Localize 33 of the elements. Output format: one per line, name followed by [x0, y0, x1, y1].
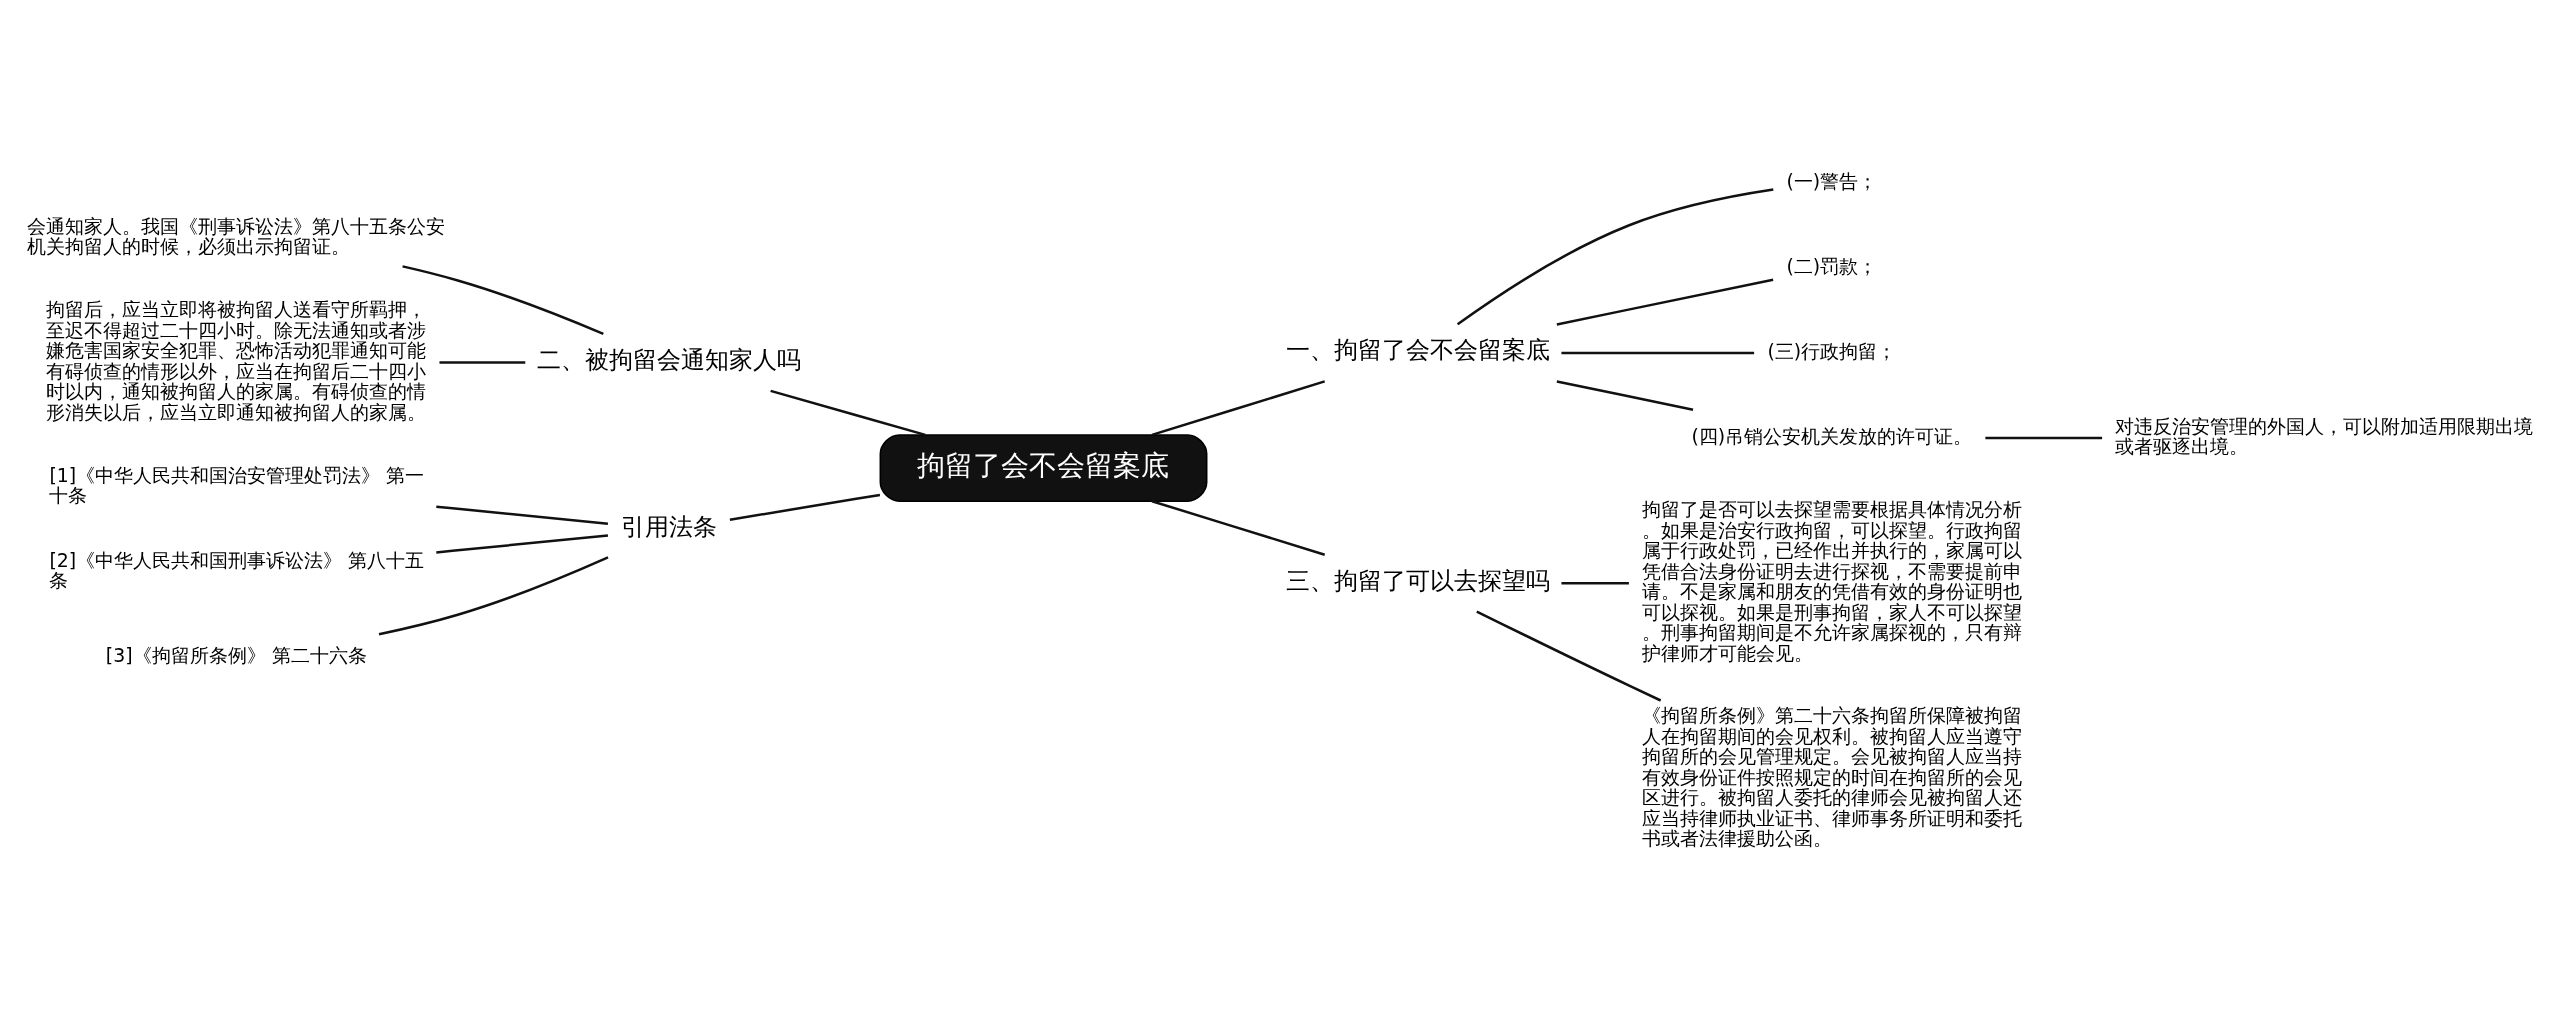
connector [439, 360, 526, 364]
connector [436, 533, 609, 554]
connector [1561, 351, 1755, 354]
connector [378, 555, 609, 635]
node-text: 二、被拘留会通知家人吗 [537, 345, 802, 374]
node-text: (二)罚款； [1786, 254, 1878, 277]
node-text: 一、拘留了会不会留案底 [1285, 335, 1550, 364]
node-text: [3]《拘留所条例》 第二十六条 [105, 643, 367, 666]
node-text: 拘留了是否可以去探望需要根据具体情况分析。如果是治安行政拘留，可以探望。行政拘留属于行政处罚，已经作出并执行的，家属可以凭借合法身份证明去进行探视，不需要提前申请。不是家属和朋友的凭借有效的身份证明也可以探视。如果是刑事拘留，家人不可以探望。刑事拘留期间是不允许家属探视的，只有辩护律师才可能会见。 [1641, 497, 2022, 664]
connector [1456, 187, 1774, 325]
node-text: [1]《中华人民共和国治安管理处罚法》 第一十条 [49, 463, 425, 506]
connector [770, 389, 926, 436]
node-text: 会通知家人。我国《刑事诉讼法》第八十五条公安机关拘留人的时候，必须出示拘留证。 [27, 214, 446, 257]
node-text: 拘留后，应当立即将被拘留人送看守所羁押，至迟不得超过二十四小时。除无法通知或者涉嫌危害国家安全犯罪、恐怖活动犯罪通知可能有碍侦查的情形以外，应当在拘留后二十四小时以内，通知被拘留人的家属。有碍侦查的情形消失以后，应当立即通知被拘留人的家属。 [46, 297, 427, 423]
node-text: [2]《中华人民共和国刑事诉讼法》 第八十五条 [49, 548, 425, 591]
connector [729, 493, 881, 521]
node-text: (三)行政拘留； [1767, 339, 1897, 362]
connector [1556, 277, 1774, 326]
connector [402, 264, 604, 335]
node-text: (一)警告； [1786, 169, 1878, 192]
connector [1151, 379, 1326, 436]
node-text: 引用法条 [621, 512, 718, 541]
node-box: 拘留了会不会留案底 [879, 433, 1208, 502]
connector [436, 504, 609, 525]
connector [1476, 609, 1662, 702]
connector [1561, 581, 1629, 584]
node-text: 对违反治安管理的外国人，可以附加适用限期出境或者驱逐出境。 [2114, 414, 2533, 457]
node-text: 《拘留所条例》第二十六条拘留所保障被拘留人在拘留期间的会见权利。被拘留人应当遵守拘留所的会见管理规定。会见被拘留人应当持有效身份证件按照规定的时间在拘留所的会见区进行。被拘留人委托的律师会见被拘留人还应当持律师执业证书、律师事务所证明和委托书或者法律援助公函。 [1641, 703, 2022, 849]
connector [1151, 499, 1326, 556]
node-text: 三、拘留了可以去探望吗 [1285, 566, 1550, 595]
connector [1556, 379, 1694, 411]
node-text: (四)吊销公安机关发放的许可证。 [1691, 424, 1973, 447]
connector [1985, 436, 2103, 439]
